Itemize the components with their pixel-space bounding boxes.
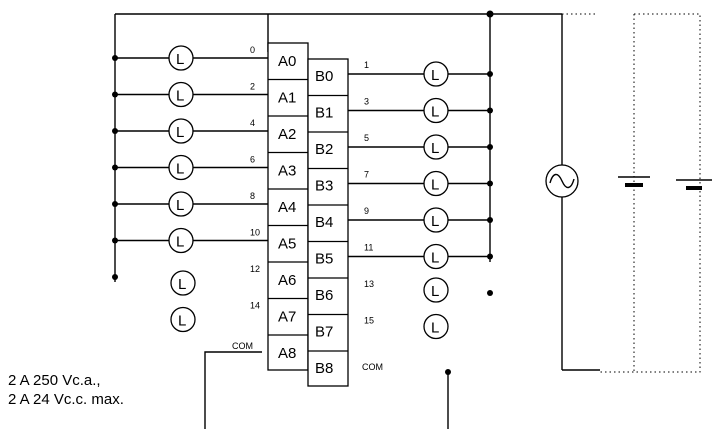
right-lamp-7 (423, 313, 449, 340)
left-lamp-1 (168, 81, 194, 108)
left-lamp-3 (168, 154, 194, 181)
dotted-supply-loop (562, 13, 701, 373)
rating-note-line-1: 2 A 250 Vc.a., (8, 372, 101, 389)
left-lamp-7-label: L (178, 313, 186, 330)
left-wire-number-2: 4 (250, 118, 255, 128)
right-lamp-4-label: L (431, 213, 439, 230)
right-lamp-7-label: L (431, 320, 439, 337)
left-wire-number-7: 14 (250, 301, 260, 311)
left-wire-number-5: 10 (250, 228, 260, 238)
terminal-A1: A1 (278, 90, 296, 107)
right-wire-number-3: 7 (364, 170, 369, 180)
right-lamp-3-label: L (431, 177, 439, 194)
left-lamp-0 (168, 45, 194, 71)
com-node (445, 369, 451, 375)
left-lamp-2-label: L (176, 124, 184, 141)
dc-battery-symbol-2 (676, 179, 712, 190)
right-lamp-1 (423, 97, 449, 124)
left-wire-number-3: 6 (250, 155, 255, 165)
terminal-B7: B7 (315, 324, 333, 341)
left-lamp-0-label: L (176, 51, 184, 68)
left-wire-number-4: 8 (250, 191, 255, 201)
right-node-4 (487, 217, 493, 223)
wiring-lines (114, 13, 600, 429)
terminal-A6: A6 (278, 272, 296, 289)
right-wire-number-5: 11 (364, 243, 373, 253)
left-bus-node-5 (112, 237, 118, 244)
terminal-B0: B0 (315, 68, 333, 85)
left-bus-node-4 (112, 201, 118, 207)
left-bus-node-0 (112, 55, 118, 61)
right-wire-number-0: 1 (364, 60, 369, 70)
left-lamp-5-label: L (176, 234, 184, 251)
terminal-B5: B5 (315, 251, 333, 268)
terminal-A4: A4 (278, 199, 296, 216)
right-node-0 (487, 71, 493, 77)
terminal-A8: A8 (278, 345, 296, 362)
right-node-6 (487, 290, 493, 296)
terminal-B4: B4 (315, 214, 333, 231)
right-wire-number-2: 5 (364, 133, 369, 143)
terminal-block-right (307, 58, 349, 387)
left-lamp-1-label: L (176, 88, 184, 105)
right-wire-number-6: 13 (364, 279, 374, 289)
left-lamp-7 (170, 306, 196, 333)
terminal-B8: B8 (315, 360, 333, 377)
left-lamp-3-label: L (176, 161, 184, 178)
left-bus-node-3 (112, 164, 118, 171)
right-lamp-6-label: L (431, 283, 439, 300)
right-lamp-3 (423, 170, 449, 197)
left-wire-number-com: COM (232, 341, 253, 351)
left-wire-number-0: 0 (250, 45, 255, 55)
right-lamp-5 (423, 243, 449, 270)
left-lamp-5 (168, 227, 194, 254)
right-wire-number-4: 9 (364, 206, 369, 216)
terminal-B6: B6 (315, 287, 333, 304)
left-lamp-4 (168, 191, 194, 217)
terminal-B1: B1 (315, 105, 333, 122)
left-lamp-6-label: L (178, 276, 186, 293)
left-bus-node-2 (112, 128, 118, 134)
left-lamp-6 (170, 270, 196, 296)
right-node-1 (487, 107, 493, 114)
terminal-B2: B2 (315, 141, 333, 158)
right-wire-number-1: 3 (364, 97, 369, 107)
left-bus-node-1 (112, 91, 118, 98)
top-node (486, 10, 494, 18)
rating-note-line-2: 2 A 24 Vc.c. max. (8, 391, 124, 408)
terminal-A7: A7 (278, 309, 296, 326)
left-lamp-2 (168, 118, 194, 144)
right-lamp-4 (423, 207, 449, 233)
terminal-A5: A5 (278, 236, 296, 253)
right-lamp-2-label: L (431, 140, 439, 157)
terminal-block-left (267, 42, 309, 371)
left-lamp-4-label: L (176, 197, 184, 214)
dc-battery-symbol-1 (618, 14, 650, 187)
ac-source-symbol (545, 164, 579, 198)
right-lamp-2 (423, 134, 449, 160)
right-lamp-5-label: L (431, 250, 439, 267)
terminal-B3: B3 (315, 178, 333, 195)
right-lamp-0 (423, 61, 449, 87)
right-lamp-1-label: L (431, 104, 439, 121)
left-bus-node-6 (112, 274, 118, 280)
right-node-5 (487, 253, 493, 260)
left-wire-number-1: 2 (250, 82, 255, 92)
right-wire-number-com: COM (362, 362, 383, 372)
terminal-A0: A0 (278, 53, 296, 70)
left-wire-number-6: 12 (250, 264, 260, 274)
terminal-A2: A2 (278, 126, 296, 143)
right-wire-number-7: 15 (364, 316, 374, 326)
right-lamp-6 (423, 277, 449, 303)
terminal-A3: A3 (278, 163, 296, 180)
right-node-2 (487, 144, 493, 150)
right-lamp-0-label: L (431, 67, 439, 84)
right-node-3 (487, 180, 493, 187)
